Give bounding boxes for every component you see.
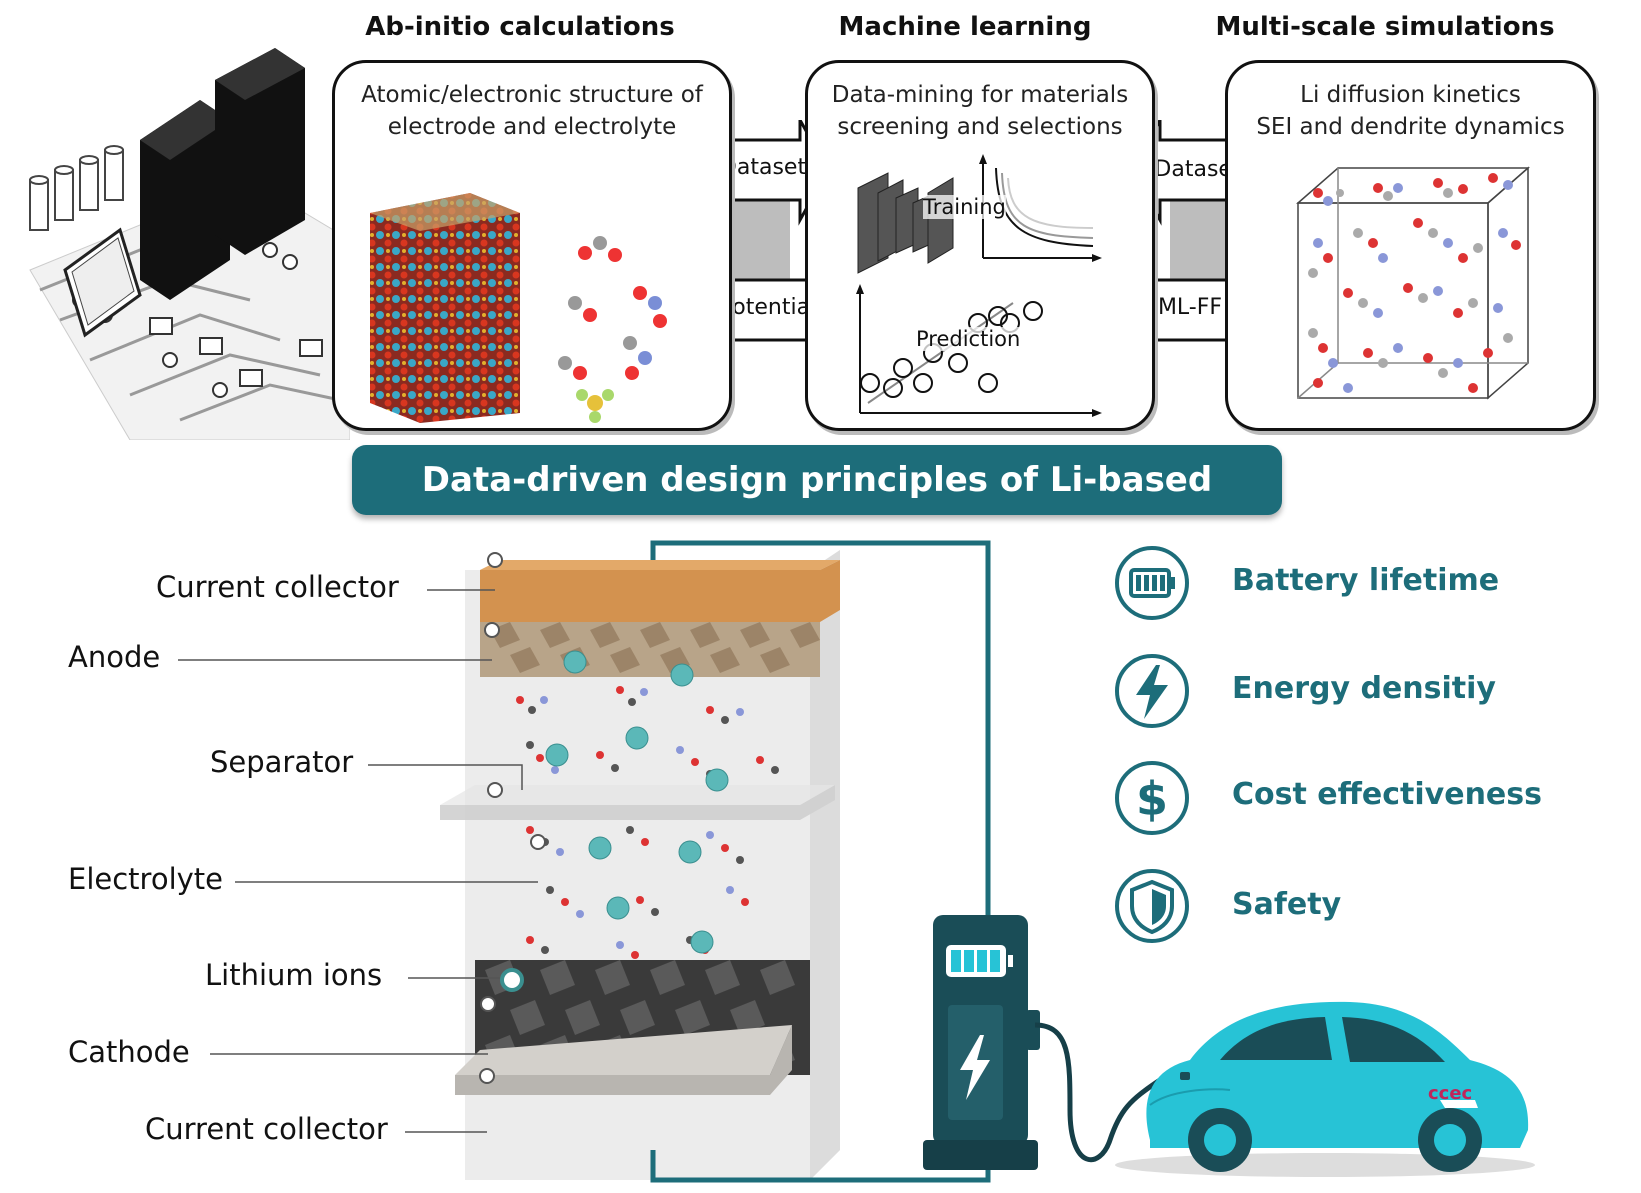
benefit-energy-density: Energy densitiy [1232, 671, 1496, 706]
multiscale-panel: Li diffusion kinetics SEI and dendrite d… [1225, 60, 1596, 431]
label-electrolyte: Electrolyte [68, 862, 223, 896]
label-cathode: Cathode [68, 1035, 190, 1069]
ml-description: Data-mining for materials screening and … [831, 82, 1129, 140]
label-lithium-ions: Lithium ions [205, 958, 383, 992]
abinitio-title: Ab-initio calculations [365, 12, 675, 42]
arrow-label-dataset-left: Dataset [719, 155, 807, 180]
svg-text:$: $ [1136, 772, 1168, 826]
label-current-collector-top: Current collector [156, 570, 399, 604]
label-anode: Anode [68, 640, 161, 674]
car-logo: ccec [1428, 1083, 1473, 1104]
layer-leader-lines [178, 589, 538, 1133]
ml-title: Machine learning [838, 12, 1092, 42]
arrow-label-potential: Potential [719, 295, 817, 320]
abinitio-panel: Atomic/electronic structure of electrode… [332, 60, 732, 431]
benefit-cost-effectiveness: Cost effectiveness [1232, 777, 1542, 812]
shield-icon [1115, 869, 1189, 943]
ml-panel: Data-mining for materials screening and … [805, 60, 1155, 431]
multiscale-description: Li diffusion kinetics SEI and dendrite d… [1256, 82, 1565, 140]
ml-plots-illustration [856, 154, 1102, 417]
crystal-structure-illustration [370, 193, 667, 423]
battery-icon [1115, 546, 1189, 620]
arrow-label-ml-ff: ML-FF [1157, 295, 1223, 320]
multiscale-title: Multi-scale simulations [1215, 12, 1555, 42]
battery-cell-illustration [440, 540, 991, 1183]
lightning-icon [1115, 654, 1189, 728]
main-banner: Data-driven design principles of Li-base… [352, 445, 1282, 570]
electric-car-illustration [1115, 1001, 1535, 1177]
dollar-icon: $ [1115, 761, 1189, 835]
prediction-label: Prediction [916, 327, 1021, 351]
label-separator: Separator [210, 745, 354, 779]
training-label: Training [923, 195, 1006, 219]
benefit-safety: Safety [1232, 887, 1342, 922]
charging-station-illustration [923, 915, 1040, 1170]
abinitio-description: Atomic/electronic structure of electrode… [361, 82, 703, 140]
label-current-collector-bottom: Current collector [145, 1112, 388, 1146]
data-center-illustration [29, 48, 350, 440]
benefit-battery-lifetime: Battery lifetime [1232, 563, 1500, 598]
simulation-box-illustration [1296, 166, 1530, 400]
charging-cable [1034, 1022, 1162, 1163]
